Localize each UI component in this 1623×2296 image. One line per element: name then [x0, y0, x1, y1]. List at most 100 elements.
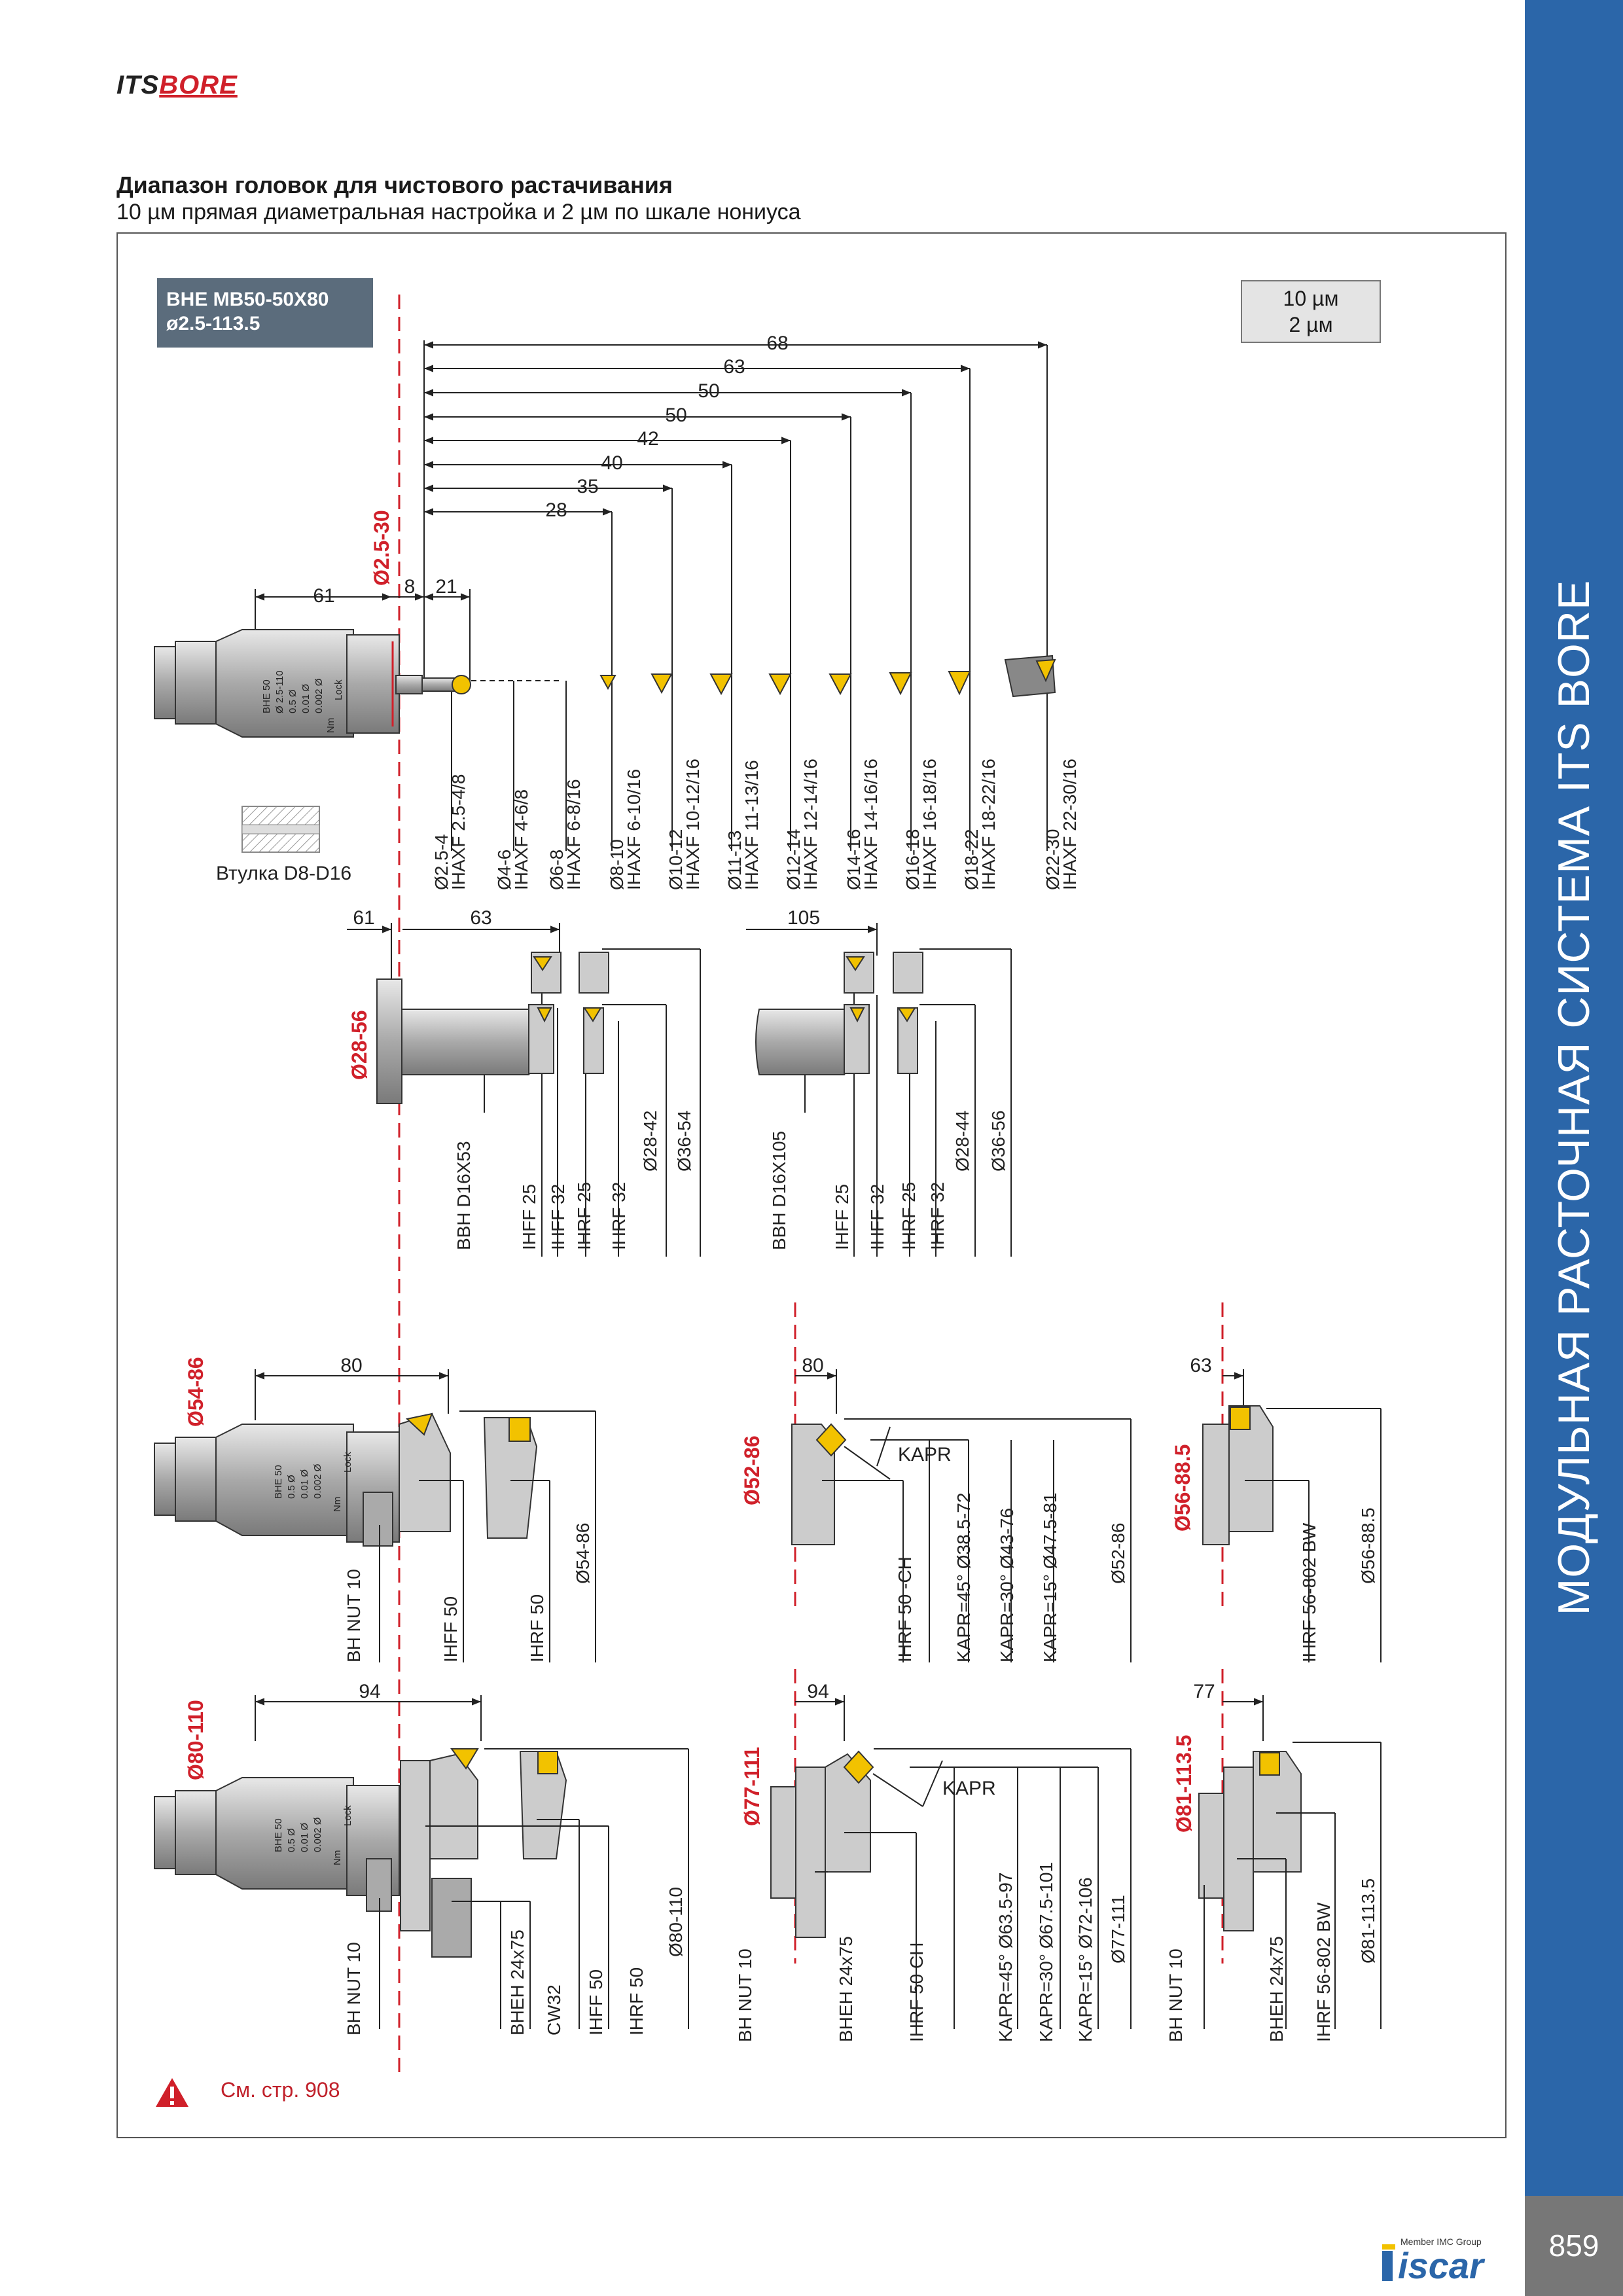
units-line1: 10 µм	[1283, 287, 1339, 310]
dim-28: 28	[545, 499, 567, 521]
itsbore-logo: ITSBORE	[116, 71, 238, 100]
section1-inserts	[599, 655, 1056, 698]
iscar-brand-text: iscar	[1398, 2245, 1486, 2284]
tool-6-t: IHAXF 12-14/16	[800, 759, 821, 890]
sec2-left-2: IHFF 32	[548, 1184, 568, 1250]
tool-0-d: Ø2.5-4	[431, 834, 452, 890]
section1-dimensions	[255, 340, 1048, 851]
dim-35: 35	[577, 476, 598, 497]
sec4a-label-4: IHRF 50	[626, 1967, 647, 2036]
tool-7-t: IHAXF 14-16/16	[861, 759, 881, 890]
badge-line2: ø2.5-113.5	[166, 313, 260, 334]
range-label-2-5-30: Ø2.5-30	[370, 510, 393, 586]
sec4b-label-6: Ø77-111	[1108, 1895, 1128, 1964]
page-subtitle: 10 µм прямая диаметральная настройка и 2…	[116, 200, 801, 224]
sec3c-label-0: IHRF 56-802 BW	[1299, 1522, 1319, 1662]
section3c: 63 Ø56-88.5 IHRF 56-802 BW Ø56-88.5	[1171, 1355, 1382, 1662]
sec4b-label-3: KAPR=45° Ø63.5-97	[995, 1873, 1016, 2042]
tool-4-d: Ø10-12	[666, 829, 686, 890]
sec4b-label-1: BHEH 24x75	[836, 1936, 856, 2042]
range-label-77-111: Ø77-111	[740, 1747, 764, 1826]
section3b: 80 Ø52-86 KAPR IHRF 50 -CH KAPR=45° Ø38.…	[740, 1355, 1132, 1662]
sec4c-label-3: Ø81-113.5	[1358, 1878, 1378, 1964]
sec2-left-1: IHFF 25	[519, 1184, 539, 1250]
head1-label-0: BHE 50	[261, 679, 272, 713]
dim-50b: 50	[665, 404, 687, 426]
dim-105-sec2: 105	[787, 907, 820, 929]
dim-80-sec3a: 80	[340, 1355, 362, 1376]
sec4b-label-0: BH NUT 10	[735, 1948, 755, 2042]
section4a: 94 Ø80-110 BHE 50 0.5 Ø 0.01 Ø 0	[154, 1681, 689, 2036]
dim-63: 63	[723, 356, 745, 378]
dim-94-sec4a: 94	[359, 1681, 380, 1702]
sidebar-band: МОДУЛЬНАЯ РАСТОЧНАЯ СИСТЕМА ITS BORE	[1525, 0, 1623, 2196]
dim-61-top: 61	[313, 585, 334, 607]
tool-5-d: Ø11-13	[724, 831, 745, 890]
tool-0-t: IHAXF 2.5-4/8	[448, 774, 469, 890]
iscar-logo: Member IMC Group iscar	[1381, 2236, 1512, 2287]
sec3b-label-4: Ø52-86	[1108, 1523, 1128, 1584]
head1-label-2: 0.5 Ø	[287, 689, 298, 713]
range-label-28-56: Ø28-56	[348, 1010, 371, 1080]
section4c: 77 Ø81-113.5 BH NUT 10 BHEH 24x75 IHRF 5…	[1166, 1681, 1382, 2042]
warning-text[interactable]: См. стр. 908	[221, 2078, 340, 2102]
badge-line1: BHE MB50-50X80	[166, 289, 329, 310]
tool-2-t: IHAXF 6-8/16	[563, 779, 584, 890]
sec4b-label-5: KAPR=15° Ø72-106	[1075, 1877, 1096, 2042]
bar-bbh-53	[376, 952, 609, 1104]
sec4c-label-2: IHRF 56-802 BW	[1313, 1902, 1334, 2042]
tool-3-t: IHAXF 6-10/16	[624, 769, 644, 890]
sec2-right-0: BBH D16X105	[769, 1131, 789, 1250]
dim-94-sec4b: 94	[807, 1681, 829, 1702]
head1-label-3: 0.01 Ø	[300, 684, 312, 713]
sec2-right-4: IHRF 32	[927, 1182, 948, 1250]
tool-3-d: Ø8-10	[607, 839, 627, 890]
dim-63-sec3c: 63	[1190, 1355, 1211, 1376]
section1-tool-labels: Ø2.5-4 IHAXF 2.5-4/8 Ø4-6 IHAXF 4-6/8 Ø6…	[431, 759, 1080, 890]
sec4a-label-2: CW32	[544, 1984, 564, 2036]
tool-9-d: Ø18-22	[961, 829, 982, 890]
tool-4-t: IHAXF 10-12/16	[683, 759, 703, 890]
head4a-label-0: BHE 50	[273, 1818, 284, 1852]
tool-10-d: Ø22-30	[1043, 829, 1063, 890]
sec3b-label-1: KAPR=45° Ø38.5-72	[954, 1493, 974, 1662]
dim-40: 40	[601, 452, 622, 474]
logo-part-bore: BORE	[159, 71, 238, 99]
tool-1-d: Ø4-6	[494, 850, 514, 890]
head3a-label-0: BHE 50	[273, 1465, 284, 1499]
tool-2-d: Ø6-8	[546, 850, 567, 890]
kapr-label-4b: KAPR	[942, 1778, 996, 1799]
bar-bbh-105	[755, 952, 923, 1075]
range-label-56-88-5: Ø56-88.5	[1171, 1444, 1194, 1532]
sec3a-label-0: BH NUT 10	[344, 1569, 364, 1662]
sec2-right-3: IHRF 25	[899, 1182, 919, 1250]
range-label-54-86: Ø54-86	[184, 1357, 207, 1427]
sec2-right-1: IHFF 25	[832, 1184, 852, 1250]
page-title: Диапазон головок для чистового растачива…	[116, 171, 673, 198]
sleeve-label: Втулка D8-D16	[216, 863, 351, 884]
dim-61-sec2: 61	[353, 907, 374, 929]
section4b: 94 Ø77-111 KAPR BH NUT 10 BHEH 24x75 IHR…	[735, 1681, 1132, 2042]
tool-8-t: IHAXF 16-18/16	[919, 759, 940, 890]
sec2-left-0: BBH D16X53	[454, 1141, 474, 1250]
range-label-52-86: Ø52-86	[740, 1435, 764, 1505]
sec3b-label-3: KAPR=15° Ø47.5-81	[1040, 1493, 1060, 1662]
section2-labels: BBH D16X53 IHFF 25 IHFF 32 IHRF 25 IHRF …	[454, 1111, 1008, 1250]
sec3c-label-1: Ø56-88.5	[1358, 1507, 1378, 1584]
range-label-81-113-5: Ø81-113.5	[1172, 1735, 1196, 1833]
head1-label-5: Lock	[333, 679, 344, 700]
tool-1-t: IHAXF 4-6/8	[511, 789, 531, 890]
section1-dim-labels: 68 63 50 50 42 40 35 28 61 8 21	[313, 332, 788, 607]
units-line2: 2 µм	[1289, 313, 1333, 336]
head4a-label-1: 0.5 Ø	[286, 1828, 297, 1852]
range-label-80-110: Ø80-110	[184, 1700, 207, 1780]
head1-labels: BHE 50 Ø 2.5-110 0.5 Ø 0.01 Ø 0.002 Ø Lo…	[261, 670, 344, 733]
head4a-label-5: Nm	[332, 1850, 343, 1865]
sec4c-label-0: BH NUT 10	[1166, 1948, 1186, 2042]
dim-77-sec4c: 77	[1193, 1681, 1215, 1702]
sec3a-label-1: IHFF 50	[440, 1596, 461, 1662]
sec4c-label-1: BHEH 24x75	[1266, 1936, 1287, 2042]
sec4a-label-3: IHFF 50	[586, 1969, 606, 2036]
sec4a-label-5: Ø80-110	[666, 1887, 686, 1957]
head3a-label-5: Nm	[332, 1497, 343, 1512]
